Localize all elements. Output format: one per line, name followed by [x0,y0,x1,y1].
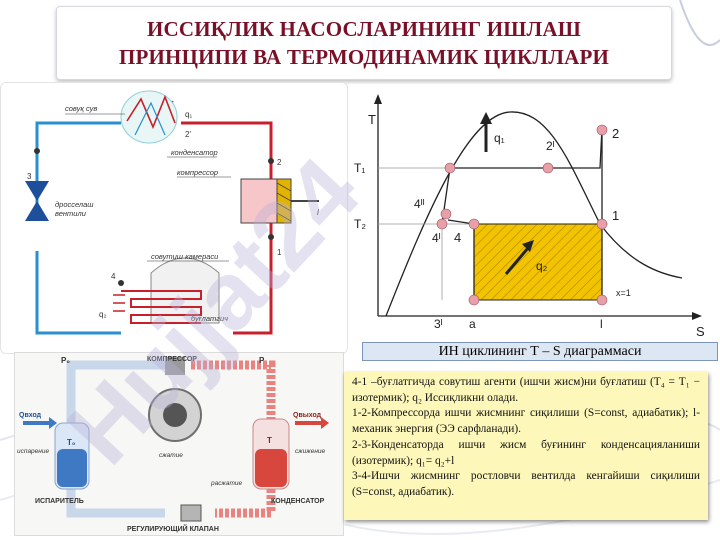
description-paragraph-1: 4-1 –буғлатгичда совутиш агенти (ишчи жи… [352,376,700,404]
label-point-1: 1 [612,208,619,223]
label-point-2prime: 2ᴵ [546,139,555,153]
label-cold-water: совуқ сув [65,104,97,113]
hp-label-condensation: сжижение [295,448,326,455]
description-paragraph-2: 1-2-Компрессорда ишчи жисмнинг сиқилиши … [352,407,700,436]
title-line-2: ПРИНЦИПИ ВА ТЕРМОДИНАМИК ЦИКЛЛАРИ [118,45,610,69]
label-t1: T₁ [354,161,365,175]
label-3: 3 [27,172,32,181]
hp-label-q-in: Qвход [19,412,42,419]
label-s-3prime: 3ᴵ [434,317,443,331]
throttle-valve-top [25,181,49,201]
node-4 [118,280,124,286]
hp-label-p0: P₀ [61,356,70,365]
label-s-l: l [600,317,603,331]
cold-pipe-bottom-left [35,251,121,335]
saturation-curve [385,111,683,317]
hp-label-p: P [259,356,265,365]
compressor-piston [276,178,292,224]
evaporator-coil [121,290,202,324]
label-1: 1 [277,248,282,257]
label-point-4double: 4ᴵᴵ [414,197,425,211]
label-point-4prime: 4ᴵ [432,231,441,245]
title-line-1: ИССИҚЛИК НАСОСЛАРИНИНГ ИШЛАШ [147,17,581,41]
discharge-pipe [191,360,276,419]
hp-label-compression: сжатие [159,452,183,459]
label-q2: q₂ [99,310,107,319]
label-q1: q₁ [494,131,505,145]
regulating-valve [180,504,202,522]
hp-label-evaporator: ИСПАРИТЕЛЬ [35,498,84,505]
label-point-2: 2 [612,126,619,141]
label-x1: x=1 [616,288,631,298]
label-evaporator: буғлатгич [191,314,228,323]
hp-label-expansion: расжатие [210,480,243,487]
suction-pipe [66,360,165,423]
label-q1: q₁ [185,110,192,119]
hp-label-t: T [267,436,272,445]
liquid-pipe [215,489,276,518]
label-throttle-2: вентили [55,209,87,218]
label-4: 4 [111,272,116,281]
throttle-valve-bottom [25,201,49,221]
label-t2: T₂ [354,217,366,231]
description-paragraph-4: 3-4-Ишчи жисмнинг ростловчи вентилда кен… [352,470,700,498]
cycle-description-box: 4-1 –буғлатгичда совутиш агенти (ишчи жи… [344,372,708,520]
cycle-points [436,124,608,306]
label-2prime: 2' [185,130,191,139]
label-cooling-chamber: совутиш камераси [151,252,219,261]
label-condenser: конденсатор [171,148,218,157]
q2-arrow [504,247,530,275]
ts-diagram: T S [354,94,705,339]
label-throttle-1: дросселаш [55,200,94,209]
label-point-4: 4 [454,230,461,245]
hot-pipe-right [233,209,273,335]
return-pipe [66,489,165,518]
ts-diagram-panel: T S [350,84,716,340]
label-s-a: a [469,317,476,331]
circuit-scheme: совуқ сув q₁ 2' конденсатор компрессор l… [25,90,319,335]
heat-pump-scheme-panel: P₀ P КОМПРЕССОР Qвход Qвыход T₀ T испаре… [14,352,344,536]
label-q2: q₂ [536,259,548,273]
axis-t-label: T [368,112,376,127]
title-box: ИССИҚЛИК НАСОСЛАРИНИНГ ИШЛАШ ПРИНЦИПИ ВА… [56,6,672,80]
hp-label-condenser: КОНДЕНСАТОР [271,498,325,505]
piston-hatch [276,182,292,222]
ts-diagram-caption: ИН циклининг Т – S диаграммаси [362,342,718,361]
compressor-head [165,357,185,375]
label-2: 2 [277,158,282,167]
hp-label-evaporation: испарение [17,448,49,455]
cycle-lines-upper [441,127,603,225]
compressor-rotor [163,403,187,427]
heat-pump-scheme: P₀ P КОМПРЕССОР Qвход Qвыход T₀ T испаре… [15,353,343,535]
circuit-scheme-panel: совуқ сув q₁ 2' конденсатор компрессор l… [0,82,348,354]
axis-s-label: S [696,324,705,339]
node-3 [34,148,40,154]
condenser-zigzag-cold [134,101,166,136]
condenser-zigzag [126,94,176,130]
hp-label-valve: РЕГУЛИРУЮЩИЙ КЛАПАН [127,524,219,533]
evaporator-liquid [57,449,87,487]
hp-label-compressor: КОМПРЕССОР [147,356,197,363]
node-1 [268,234,274,240]
condenser-liquid [255,449,287,487]
hp-label-t0: T₀ [67,438,76,447]
q2-arrows [113,294,125,312]
node-2 [268,158,274,164]
label-l: l [317,208,319,217]
description-paragraph-3: 2-3-Конденсаторда ишчи жисм буғининг кон… [352,438,700,467]
hp-label-q-out: Qвыход [293,412,322,419]
label-compressor: компрессор [177,168,218,177]
